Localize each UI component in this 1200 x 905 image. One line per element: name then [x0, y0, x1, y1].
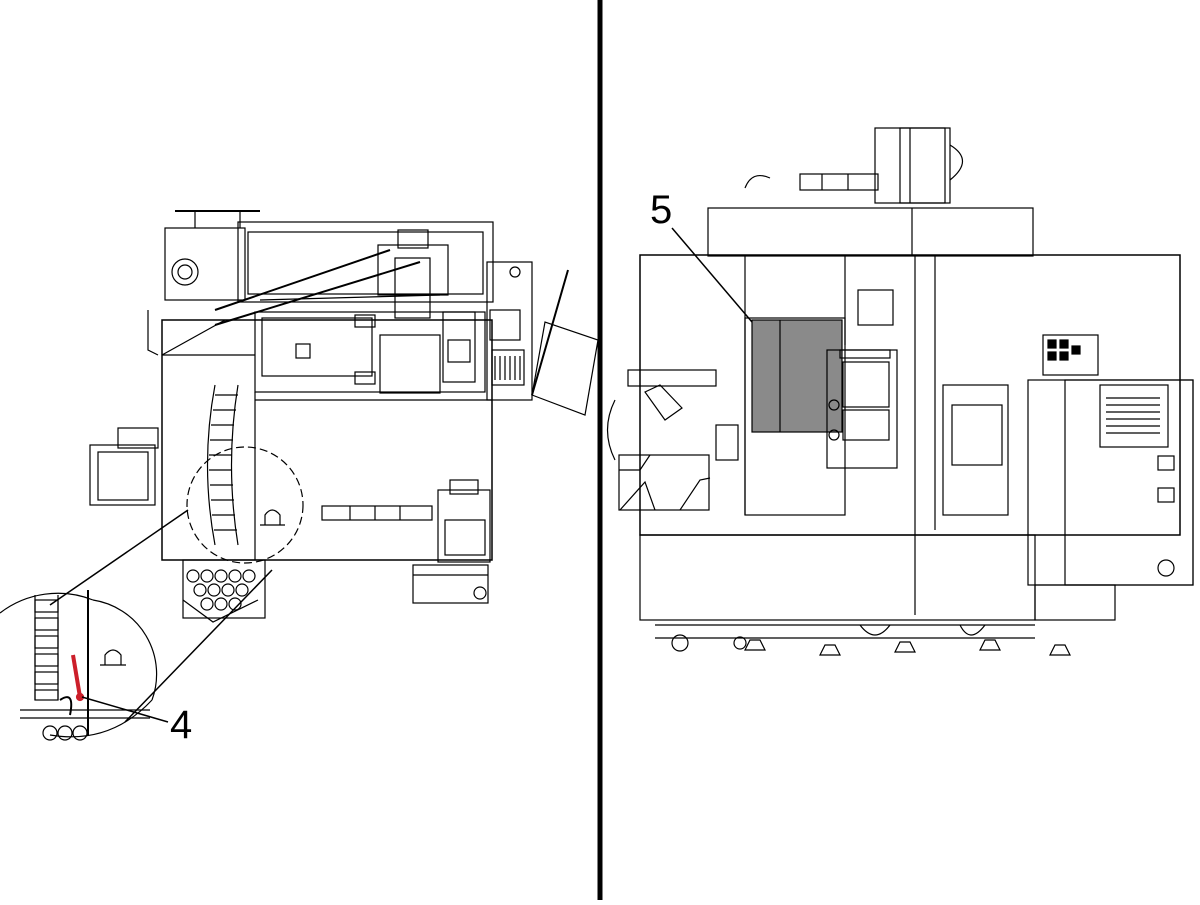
door-window-item-5 [751, 319, 843, 433]
machine-top-view [89, 210, 599, 623]
machine-front-view [606, 127, 1194, 656]
callout-label-5: 5 [650, 188, 673, 232]
callout-leader-4 [81, 696, 169, 723]
callout-label-4: 4 [170, 703, 193, 747]
highlighted-wire-item-4 [71, 654, 169, 723]
detail-view [0, 509, 273, 741]
callout-leader-5 [671, 227, 753, 323]
